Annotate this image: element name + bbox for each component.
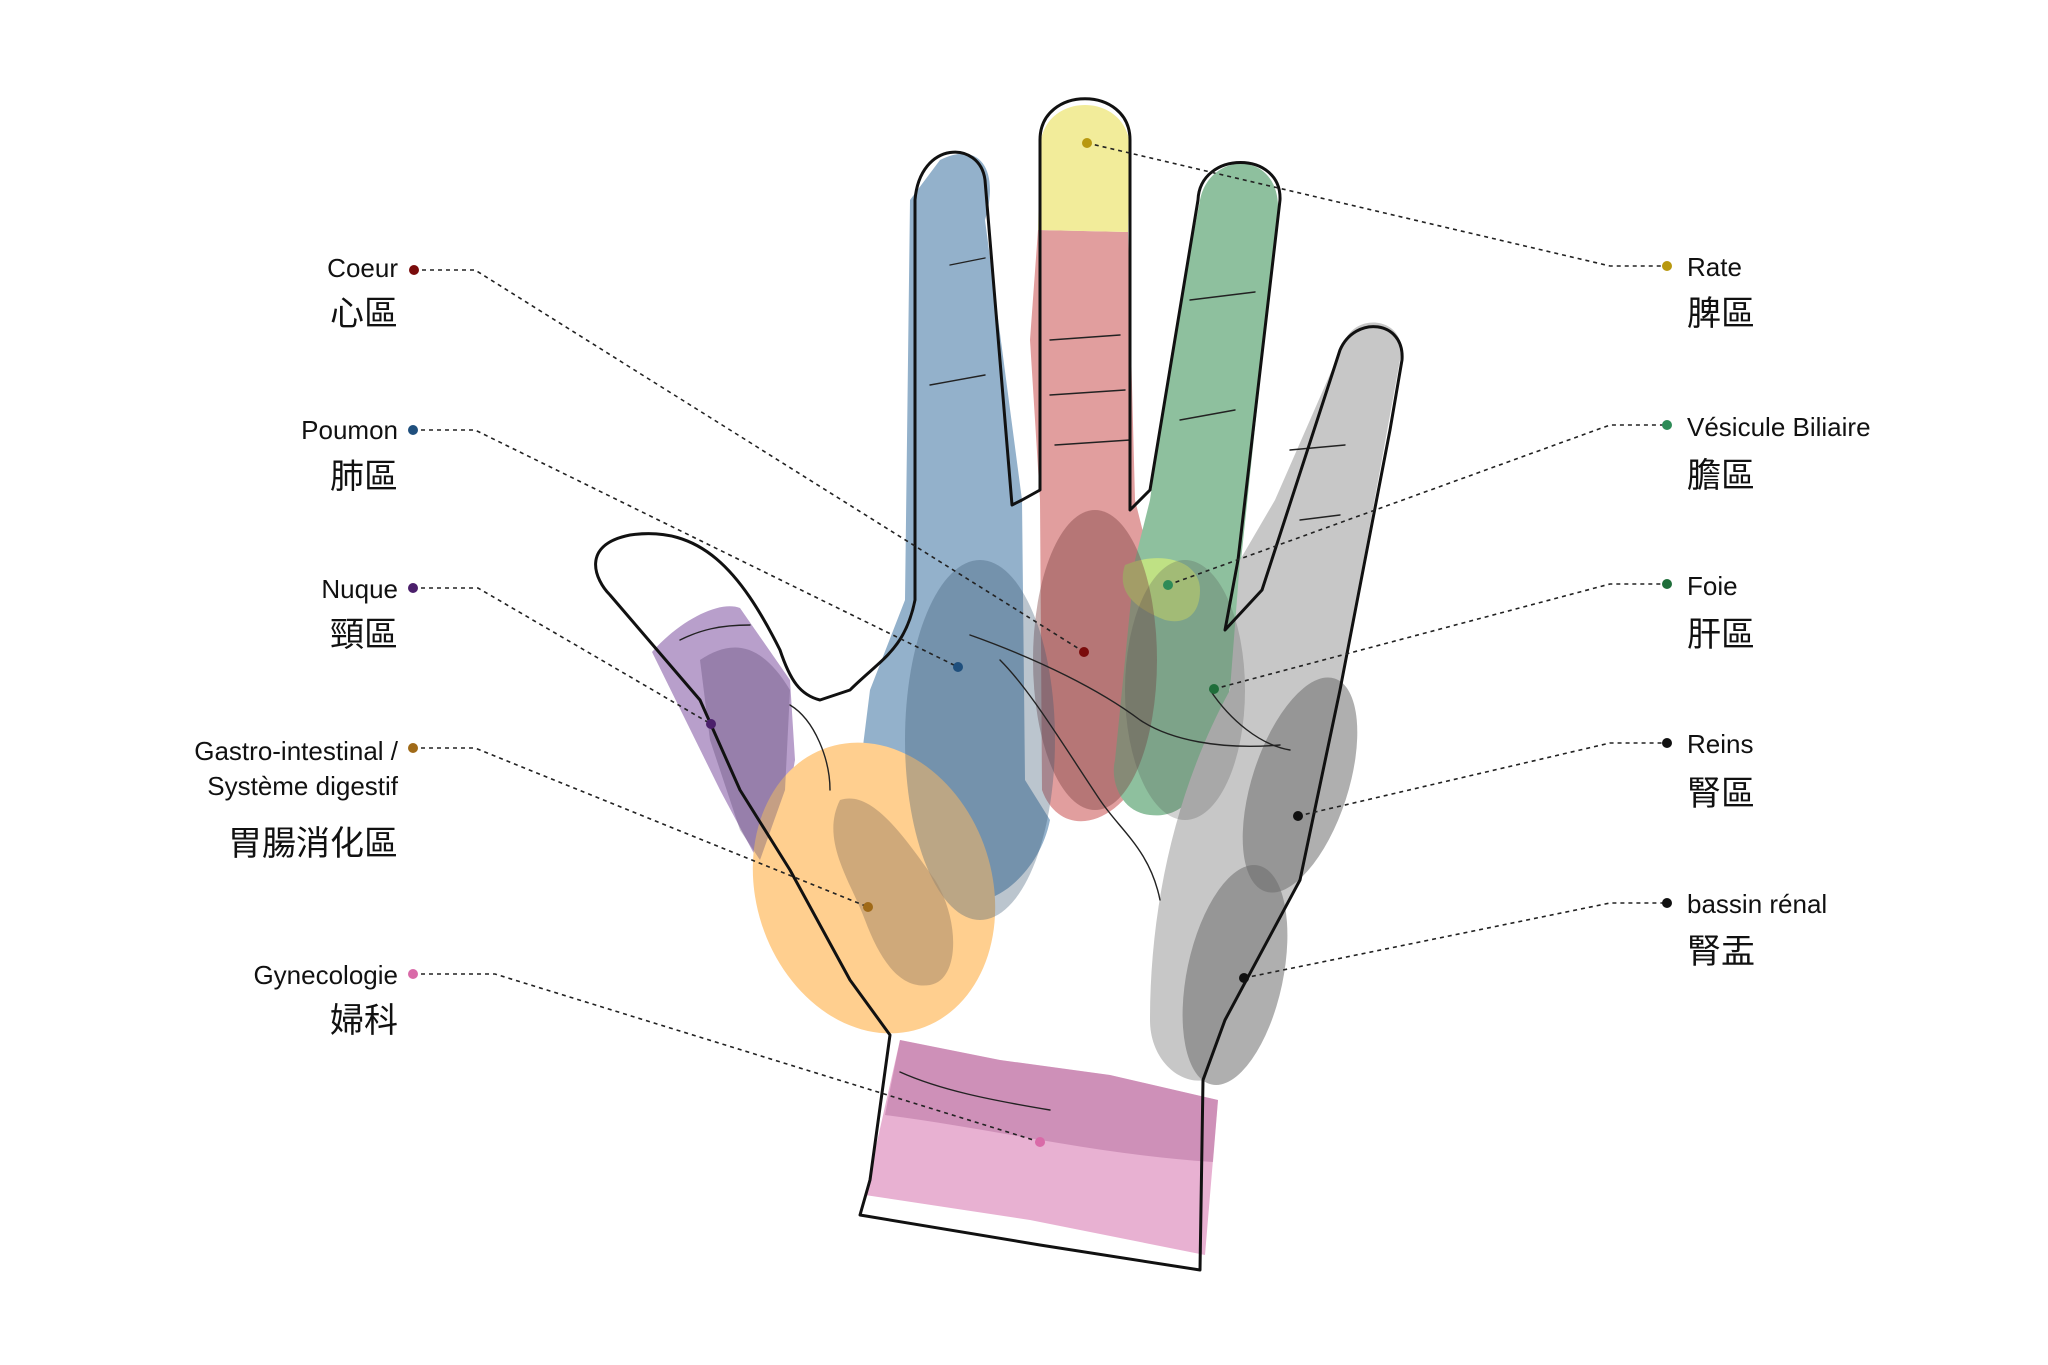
label-gastro-zh: 胃腸消化區 (228, 824, 398, 864)
liver-zone (1125, 560, 1245, 820)
gallbladder-zone (1122, 558, 1200, 622)
lung-zone (905, 560, 1055, 920)
heart-zone (1033, 510, 1157, 810)
leader-nuque (413, 587, 712, 725)
marker-gastro-label (408, 743, 418, 753)
marker-nuque-label (408, 583, 418, 593)
leader-gastro (413, 747, 869, 908)
marker-vesicule-point (1163, 580, 1173, 590)
leader-reins (1297, 742, 1667, 817)
middle-zone (1030, 230, 1150, 822)
label-coeur-fr: Coeur (327, 253, 398, 283)
label-gastro-fr-2: Système digestif (207, 771, 399, 801)
middle-tip-zone (1038, 105, 1130, 232)
marker-rate-point (1082, 138, 1092, 148)
label-coeur-zh: 心區 (330, 294, 398, 334)
markers (408, 138, 1672, 1147)
thumb-zone (652, 606, 795, 880)
leader-rate (1086, 142, 1667, 267)
index-zone (860, 153, 1050, 901)
leader-gynecologie (413, 973, 1041, 1143)
renal-pelvis-zone (1182, 864, 1288, 1086)
leader-lines (413, 142, 1667, 1143)
marker-vesicule-label (1662, 420, 1672, 430)
labels-left: Coeur 心區 Poumon 肺區 Nuque 頸區 Gastro-intes… (194, 253, 399, 1041)
ring-zone (1113, 163, 1279, 816)
marker-gynecologie-point (1035, 1137, 1045, 1147)
marker-bassin-point (1239, 973, 1249, 983)
hand-illustration (594, 97, 1404, 1282)
leader-bassin (1243, 902, 1667, 979)
label-gynecologie-fr: Gynecologie (253, 960, 398, 990)
label-vesicule-fr: Vésicule Biliaire (1687, 412, 1871, 442)
label-rate-zh: 脾區 (1687, 294, 1755, 334)
label-vesicule-zh: 膽區 (1687, 456, 1755, 496)
labels-right: Rate 脾區 Vésicule Biliaire 膽區 Foie 肝區 Rei… (1687, 252, 1871, 972)
label-poumon-fr: Poumon (301, 415, 398, 445)
label-nuque-fr: Nuque (321, 574, 398, 604)
marker-nuque-point (706, 719, 716, 729)
marker-coeur-label (409, 265, 419, 275)
label-rate-fr: Rate (1687, 252, 1742, 282)
hand-outline (594, 97, 1404, 1272)
marker-poumon-point (953, 662, 963, 672)
palm-creases (679, 257, 1346, 1111)
marker-rate-label (1662, 261, 1672, 271)
label-gynecologie-zh: 婦科 (330, 1001, 398, 1041)
label-reins-zh: 腎區 (1687, 774, 1755, 814)
marker-gynecologie-label (408, 969, 418, 979)
marker-foie-label (1662, 579, 1672, 589)
marker-poumon-label (408, 425, 418, 435)
label-gastro-fr-1: Gastro-intestinal / (194, 736, 399, 766)
label-foie-zh: 肝區 (1687, 615, 1755, 655)
label-foie-fr: Foie (1687, 571, 1738, 601)
leader-foie (1213, 583, 1667, 690)
little-zone (1150, 322, 1402, 1081)
kidney-zone (1242, 677, 1358, 893)
wrist-zone (865, 1040, 1218, 1255)
label-reins-fr: Reins (1687, 729, 1753, 759)
label-bassin-zh: 腎盂 (1687, 932, 1755, 972)
label-poumon-zh: 肺區 (330, 457, 398, 497)
marker-bassin-label (1662, 898, 1672, 908)
marker-gastro-point (863, 902, 873, 912)
marker-foie-point (1209, 684, 1219, 694)
label-nuque-zh: 頸區 (330, 615, 398, 655)
marker-coeur-point (1079, 647, 1089, 657)
marker-reins-label (1662, 738, 1672, 748)
pelvic-zone (885, 1040, 1218, 1162)
marker-reins-point (1293, 811, 1303, 821)
neck-zone (700, 647, 790, 860)
label-bassin-fr: bassin rénal (1687, 889, 1827, 919)
stomach-zone (833, 798, 954, 986)
